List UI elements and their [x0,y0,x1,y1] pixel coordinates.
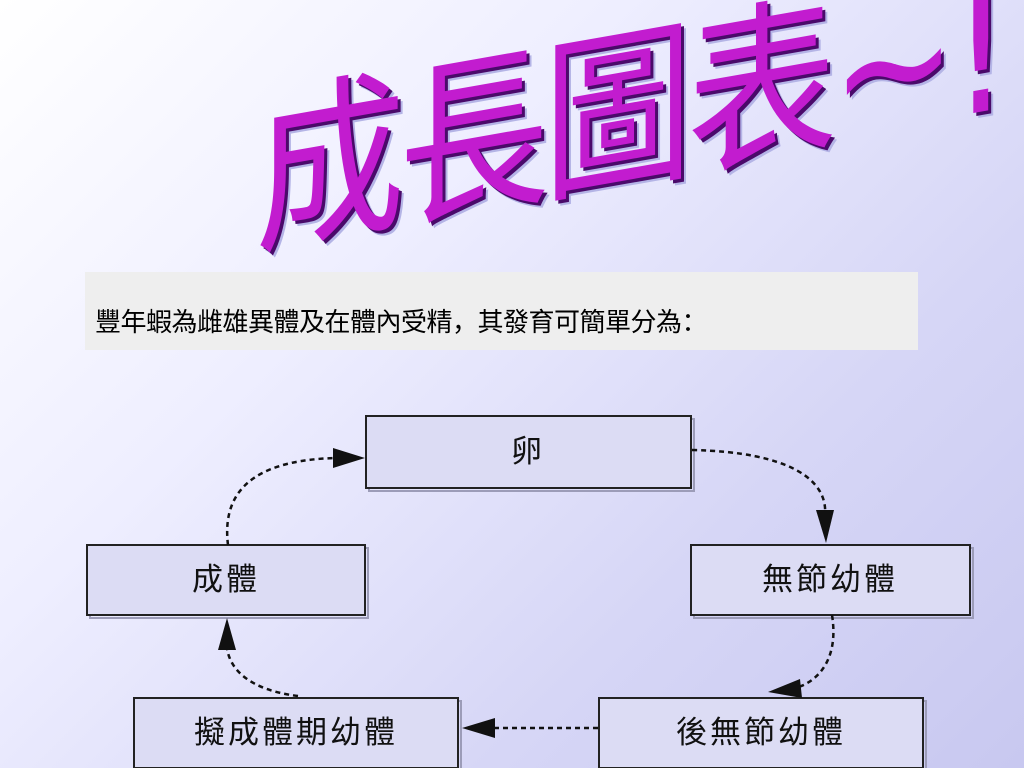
stage-box-nauplius: 無節幼體 [690,544,974,619]
arrow-adult-to-egg [225,448,365,546]
subtitle-text: 豐年蝦為雌雄異體及在體內受精，其發育可簡單分為： [95,308,708,338]
stage-label-metanauplius: 後無節幼體 [676,715,846,751]
arrow-pre-adult-to-adult [218,618,299,698]
stage-box-egg: 卵 [365,415,695,492]
stage-box-pre-adult: 擬成體期幼體 [133,697,462,768]
subtitle-bar: 豐年蝦為雌雄異體及在體內受精，其發育可簡單分為： [85,272,918,350]
stage-box-adult: 成體 [86,544,369,619]
arrow-egg-to-nauplius [691,448,834,543]
stage-label-adult: 成體 [192,562,260,598]
stage-label-nauplius: 無節幼體 [762,562,898,598]
arrow-metanauplius-to-pre-adult [462,718,598,738]
stage-label-pre-adult: 擬成體期幼體 [194,715,398,751]
arrow-nauplius-to-metanauplius [768,614,835,698]
stage-box-metanauplius: 後無節幼體 [598,697,927,768]
stage-label-egg: 卵 [511,434,545,470]
